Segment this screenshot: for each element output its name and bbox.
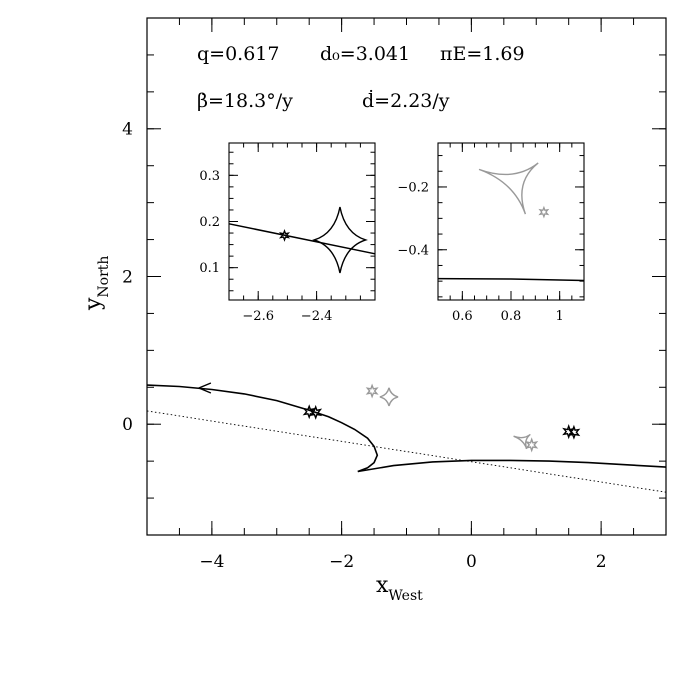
inset-caustic — [478, 162, 539, 215]
y-label-sub: North — [96, 256, 112, 298]
annotation-piE: πΕ=1.69 — [440, 43, 525, 65]
annotation-d0: d₀=3.041 — [320, 43, 410, 65]
svg-text:xWest: xWest — [376, 573, 423, 604]
y-tick-label: −0.4 — [397, 243, 429, 258]
inset-right: 0.6 0.8 1 −0.4 −0.2 — [397, 142, 585, 324]
y-axis-label: yNorth — [81, 256, 112, 311]
source-star-3 — [525, 437, 539, 453]
x-tick-label: 2 — [596, 552, 607, 572]
inset-left: −2.6 −2.4 0.1 0.2 0.3 — [199, 142, 376, 324]
svg-text:yNorth: yNorth — [81, 256, 112, 311]
source-star-5 — [567, 424, 581, 440]
x-tick-label: −2.4 — [301, 309, 333, 324]
x-tick-label: −4 — [199, 552, 224, 572]
trajectory-series-2 — [146, 410, 667, 493]
inset-caustic — [311, 206, 368, 274]
x-tick-label: −2.6 — [242, 309, 274, 324]
y-tick-label: 0.3 — [199, 169, 220, 184]
source-star-1 — [309, 404, 323, 420]
x-tick-label: −2 — [329, 552, 354, 572]
y-tick-label: 0.2 — [199, 215, 220, 230]
trajectory-series-0 — [146, 384, 379, 473]
x-tick-label: 0 — [466, 552, 477, 572]
trajectory-series-1 — [357, 459, 667, 473]
x-tick-label: 1 — [556, 309, 564, 324]
inset-trajectory — [437, 277, 585, 282]
y-tick-label: −0.2 — [397, 181, 429, 196]
x-tick-label: 0.8 — [501, 309, 522, 324]
caustic-1 — [513, 433, 531, 450]
annotation-beta: β̇=18.3°/y — [197, 90, 293, 112]
inset-frame — [437, 142, 585, 301]
x-tick-label: 0.6 — [452, 309, 473, 324]
x-label-main: x — [376, 573, 389, 598]
annotation-q: q=0.617 — [197, 43, 279, 65]
caustic-0 — [379, 387, 399, 407]
annotation-ddot: ḋ=2.23/y — [362, 89, 450, 112]
source-star-0 — [302, 404, 316, 420]
y-tick-label: 4 — [122, 120, 133, 140]
inset-star — [278, 229, 291, 242]
inset-frame — [228, 142, 376, 301]
x-axis-label: xWest — [376, 573, 423, 604]
y-tick-label: 0.1 — [199, 261, 220, 276]
inset-star — [538, 205, 550, 219]
y-tick-label: 2 — [122, 267, 133, 287]
direction-arrow — [197, 382, 212, 394]
y-label-main: y — [81, 297, 106, 311]
y-tick-label: 0 — [122, 415, 133, 435]
source-star-2 — [365, 383, 379, 399]
x-label-sub: West — [388, 588, 423, 604]
